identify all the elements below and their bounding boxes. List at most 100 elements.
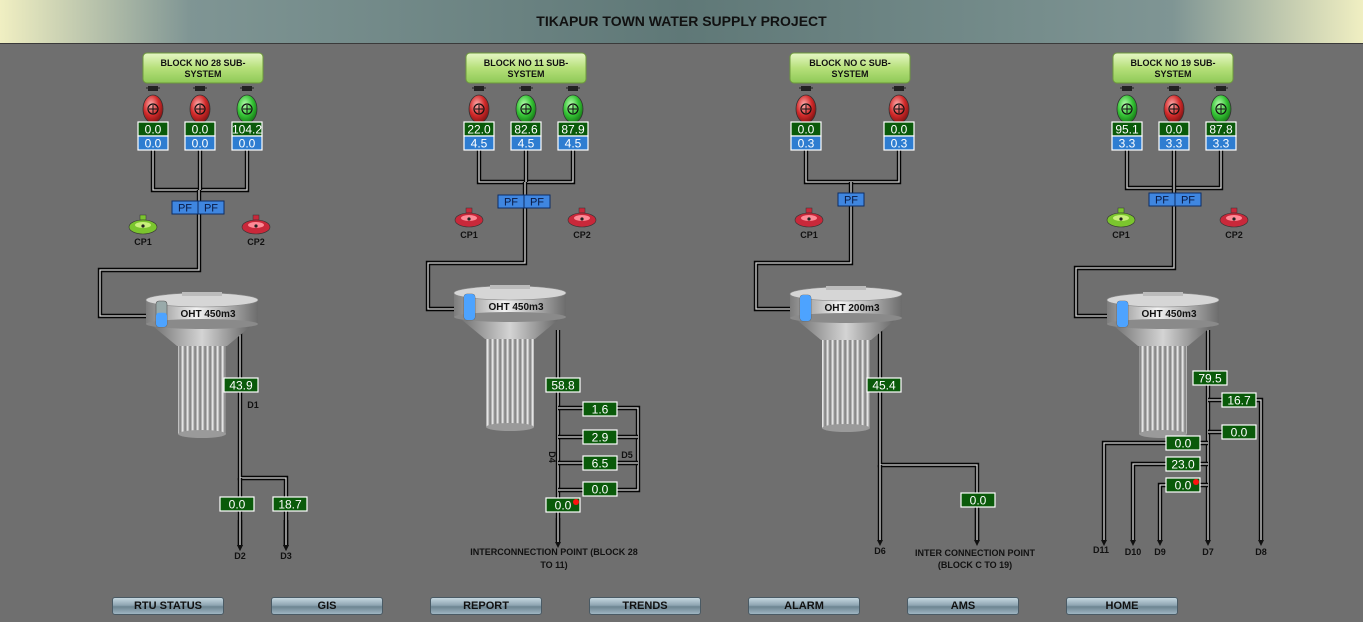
pump-flow-readout[interactable]: 95.1: [1111, 121, 1143, 137]
flow-d11[interactable]: 0.0: [1165, 435, 1201, 451]
overhead-tank[interactable]: OHT 200m3: [789, 286, 903, 432]
interconnection-label: INTERCONNECTION POINT (BLOCK 28: [470, 547, 638, 557]
cp-cp2[interactable]: CP2: [241, 214, 271, 247]
pump-1[interactable]: 22.0: [463, 86, 495, 137]
pump-flow-readout[interactable]: 87.8: [1205, 121, 1237, 137]
tank-vent: [826, 286, 866, 290]
flow-d5-b[interactable]: 2.9: [582, 429, 618, 445]
pump-flow-readout[interactable]: 0.0: [184, 121, 216, 137]
pipe: [1130, 461, 1208, 540]
nav-gis-button[interactable]: GIS: [271, 597, 383, 615]
pressure-value: 0.0: [239, 137, 256, 151]
flow-d9[interactable]: 0.0: [1165, 477, 1201, 493]
pump-flow-readout[interactable]: 22.0: [463, 121, 495, 137]
cp-cp1[interactable]: CP1: [794, 207, 824, 240]
block-button-label: SYSTEM: [1154, 69, 1191, 79]
pump-2[interactable]: 82.6: [510, 86, 542, 137]
flow-d6[interactable]: 45.4: [866, 377, 902, 393]
cp-cp2[interactable]: CP2: [1219, 207, 1249, 240]
flow-d2[interactable]: 0.0: [219, 496, 255, 512]
flow-d1[interactable]: 43.9: [223, 377, 259, 393]
pump-1[interactable]: 0.0: [137, 86, 169, 137]
nav-home-button[interactable]: HOME: [1066, 597, 1178, 615]
pressure-readout[interactable]: 4.5: [463, 135, 495, 151]
pump-2[interactable]: 0.0: [184, 86, 216, 137]
cp-cp1[interactable]: CP1: [128, 214, 158, 247]
overhead-tank[interactable]: OHT 450m3: [1106, 292, 1220, 438]
block-subsystem-button[interactable]: BLOCK NO 28 SUB-SYSTEM: [142, 52, 264, 84]
pump-2[interactable]: 0.0: [883, 86, 915, 137]
cp-center: [141, 224, 145, 228]
nav-report-button[interactable]: REPORT: [430, 597, 542, 615]
block-subsystem-button[interactable]: BLOCK NO C SUB-SYSTEM: [789, 52, 911, 84]
overhead-tank[interactable]: OHT 450m3: [145, 292, 259, 438]
pressure-readout[interactable]: 4.5: [510, 135, 542, 151]
nav-ams-button[interactable]: AMS: [907, 597, 1019, 615]
outlet-label: D8: [1255, 547, 1267, 557]
cp-cp2[interactable]: CP2: [567, 207, 597, 240]
nav-trends-button[interactable]: TRENDS: [589, 597, 701, 615]
pump-flow-readout[interactable]: 82.6: [510, 121, 542, 137]
pump-1[interactable]: 95.1: [1111, 86, 1143, 137]
cp-cp1[interactable]: CP1: [1106, 207, 1136, 240]
flow-box-bg: [1165, 435, 1201, 451]
pump-flow-readout[interactable]: 0.0: [1158, 121, 1190, 137]
flow-d10[interactable]: 23.0: [1165, 456, 1201, 472]
block-subsystem-button[interactable]: BLOCK NO 19 SUB-SYSTEM: [1112, 52, 1234, 84]
flow-d7[interactable]: 79.5: [1192, 370, 1228, 386]
tank-bottom-rim: [790, 313, 902, 323]
pf-cell: [523, 194, 551, 209]
flow-d4[interactable]: 58.8: [545, 377, 581, 393]
pump-3[interactable]: 87.8: [1205, 86, 1237, 137]
pump-flow-readout[interactable]: 0.0: [137, 121, 169, 137]
flow-box-bg: [582, 481, 618, 497]
flow-d3[interactable]: 18.7: [272, 496, 308, 512]
nav-rtu-status-button[interactable]: RTU STATUS: [112, 597, 224, 615]
block-button-label: BLOCK NO 11 SUB-: [484, 58, 569, 68]
pump-impeller-icon: [1215, 103, 1227, 115]
pump-2[interactable]: 0.0: [1158, 86, 1190, 137]
outlet-arrow-icon: [974, 540, 980, 546]
flow-interconnection[interactable]: 0.0: [545, 497, 581, 513]
pump-3[interactable]: 87.9: [557, 86, 589, 137]
pressure-readout[interactable]: 3.3: [1205, 135, 1237, 151]
flow-box-bg: [545, 497, 581, 513]
pressure-value: 3.3: [1166, 137, 1183, 151]
pressure-readout[interactable]: 0.0: [231, 135, 263, 151]
pressure-readout[interactable]: 0.3: [883, 135, 915, 151]
pressure-box-bg: [1111, 135, 1143, 151]
pressure-readout[interactable]: 4.5: [557, 135, 589, 151]
pump-flow-readout[interactable]: 87.9: [557, 121, 589, 137]
flow-value: 87.8: [1209, 123, 1233, 137]
flow-value: 6.5: [592, 457, 609, 471]
pressure-readout[interactable]: 0.0: [137, 135, 169, 151]
pressure-readout[interactable]: 0.0: [184, 135, 216, 151]
pump-impeller-cross: [196, 105, 204, 113]
nav-alarm-button[interactable]: ALARM: [748, 597, 860, 615]
flow-value: 0.0: [145, 123, 162, 137]
pump-flow-readout[interactable]: 0.0: [790, 121, 822, 137]
cp-cp1[interactable]: CP1: [454, 207, 484, 240]
overhead-tank[interactable]: OHT 450m3: [453, 285, 567, 431]
pf-meter[interactable]: PF: [837, 192, 865, 207]
flow-d5-a[interactable]: 1.6: [582, 401, 618, 417]
flow-aux[interactable]: 0.0: [1221, 424, 1257, 440]
pump-1[interactable]: 0.0: [790, 86, 822, 137]
pump-flow-readout[interactable]: 0.0: [883, 121, 915, 137]
pressure-readout[interactable]: 3.3: [1158, 135, 1190, 151]
pump-3[interactable]: 104.2: [231, 86, 263, 137]
pressure-readout[interactable]: 0.3: [790, 135, 822, 151]
pressure-readout[interactable]: 3.3: [1111, 135, 1143, 151]
flow-interconnection[interactable]: 0.0: [960, 492, 996, 508]
block-subsystem-button[interactable]: BLOCK NO 11 SUB-SYSTEM: [465, 52, 587, 84]
outlet-arrow-icon: [1101, 540, 1107, 546]
flow-d8[interactable]: 16.7: [1221, 392, 1257, 408]
outlet-label: D9: [1154, 547, 1166, 557]
flow-value: 104.2: [232, 123, 262, 137]
flow-d5-c[interactable]: 6.5: [582, 455, 618, 471]
pump-flow-readout[interactable]: 104.2: [231, 121, 263, 137]
flow-d5-d[interactable]: 0.0: [582, 481, 618, 497]
